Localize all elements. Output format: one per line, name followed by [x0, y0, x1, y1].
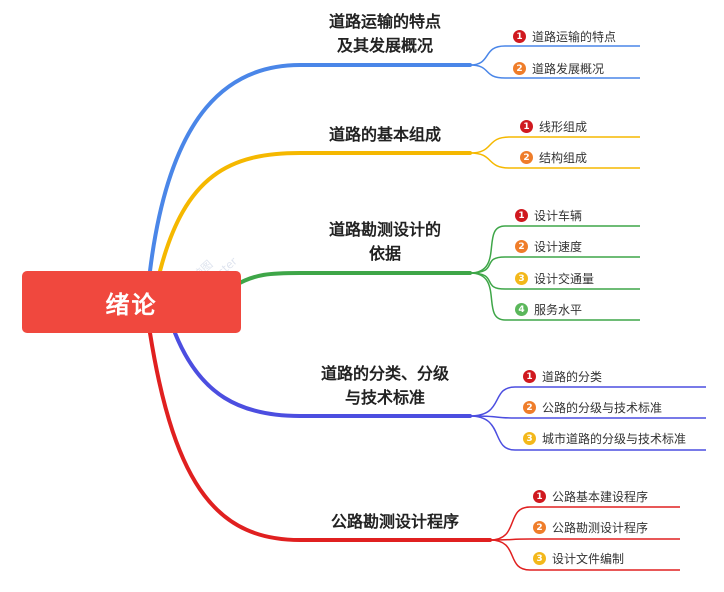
leaf-topic[interactable]: 1 道路运输的特点 — [513, 28, 616, 45]
branch-label-line: 公路勘测设计程序 — [330, 512, 459, 531]
connector-branch-3 — [234, 271, 472, 287]
number-badge-icon: 2 — [520, 151, 533, 164]
leaf-label: 服务水平 — [534, 303, 583, 317]
leaf-label: 线形组成 — [539, 120, 588, 134]
leaf-label: 道路的分类 — [542, 370, 603, 384]
number-badge-icon: 1 — [520, 120, 533, 133]
branch-label-line: 道路勘测设计的 — [328, 220, 441, 239]
leaf-topic[interactable]: 1 公路基本建设程序 — [533, 488, 648, 505]
leaf-topic[interactable]: 2 公路勘测设计程序 — [533, 519, 648, 536]
branch-label-line: 依据 — [368, 244, 401, 263]
connector-leaf-4-2 — [469, 415, 706, 419]
branch-topic-3[interactable]: 道路勘测设计的 依据 — [300, 218, 470, 266]
leaf-topic[interactable]: 2 设计速度 — [515, 238, 582, 255]
branch-topic-1[interactable]: 道路运输的特点 及其发展概况 — [300, 10, 470, 58]
root-topic[interactable]: 绪论 — [22, 271, 241, 333]
leaf-topic[interactable]: 2 公路的分级与技术标准 — [523, 399, 662, 416]
leaf-topic[interactable]: 3 城市道路的分级与技术标准 — [523, 430, 686, 447]
leaf-label: 公路的分级与技术标准 — [542, 401, 663, 415]
connector-leaf-5-1 — [489, 506, 680, 541]
connector-branch-4 — [173, 331, 472, 418]
number-badge-icon: 3 — [533, 552, 546, 565]
number-badge-icon: 1 — [523, 370, 536, 383]
connector-leaf-5-3 — [489, 539, 680, 571]
leaf-topic[interactable]: 4 服务水平 — [515, 301, 582, 318]
branch-topic-2[interactable]: 道路的基本组成 — [300, 123, 470, 147]
connector-branch-2 — [158, 151, 472, 273]
connector-leaf-4-1 — [469, 386, 706, 417]
branch-label-line: 及其发展概况 — [336, 36, 433, 55]
connector-leaf-2-2 — [469, 152, 640, 169]
leaf-label: 道路运输的特点 — [532, 30, 617, 44]
connector-leaf-1-2 — [469, 64, 640, 79]
leaf-topic[interactable]: 1 设计车辆 — [515, 207, 582, 224]
number-badge-icon: 2 — [533, 521, 546, 534]
leaf-label: 设计车辆 — [534, 209, 583, 223]
number-badge-icon: 4 — [515, 303, 528, 316]
leaf-label: 公路基本建设程序 — [552, 490, 649, 504]
branch-label-line: 道路运输的特点 — [328, 12, 441, 31]
branch-topic-5[interactable]: 公路勘测设计程序 — [300, 510, 490, 534]
leaf-topic[interactable]: 3 设计文件编制 — [533, 550, 624, 567]
branch-label-line: 道路的基本组成 — [328, 125, 441, 144]
connector-leaf-2-1 — [469, 136, 640, 154]
number-badge-icon: 1 — [533, 490, 546, 503]
leaf-label: 设计交通量 — [534, 272, 595, 286]
leaf-label: 城市道路的分级与技术标准 — [542, 432, 687, 446]
leaf-label: 设计速度 — [534, 240, 583, 254]
connector-leaf-1-1 — [469, 45, 640, 66]
leaf-label: 公路勘测设计程序 — [552, 521, 649, 535]
number-badge-icon: 1 — [513, 30, 526, 43]
branch-topic-4[interactable]: 道路的分类、分级 与技术标准 — [300, 362, 470, 410]
connector-branch-5 — [148, 331, 492, 542]
number-badge-icon: 2 — [513, 62, 526, 75]
leaf-topic[interactable]: 1 道路的分类 — [523, 368, 602, 385]
connector-leaf-5-2 — [489, 538, 680, 541]
connector-leaf-3-2 — [469, 256, 640, 274]
number-badge-icon: 3 — [523, 432, 536, 445]
leaf-topic[interactable]: 2 结构组成 — [520, 149, 587, 166]
connector-leaf-4-3 — [469, 415, 706, 451]
leaf-label: 结构组成 — [539, 151, 588, 165]
leaf-topic[interactable]: 3 设计交通量 — [515, 270, 594, 287]
connector-leaf-3-4 — [469, 272, 640, 321]
root-topic-label: 绪论 — [105, 290, 158, 319]
branch-label-line: 与技术标准 — [344, 388, 425, 407]
leaf-topic[interactable]: 1 线形组成 — [520, 118, 587, 135]
number-badge-icon: 2 — [515, 240, 528, 253]
branch-label-line: 道路的分类、分级 — [320, 364, 449, 383]
leaf-topic[interactable]: 2 道路发展概况 — [513, 60, 604, 77]
leaf-label: 道路发展概况 — [532, 62, 605, 76]
number-badge-icon: 2 — [523, 401, 536, 414]
connector-leaf-3-1 — [469, 225, 640, 274]
connector-branch-1 — [148, 63, 472, 273]
leaf-label: 设计文件编制 — [552, 552, 625, 566]
number-badge-icon: 1 — [515, 209, 528, 222]
number-badge-icon: 3 — [515, 272, 528, 285]
